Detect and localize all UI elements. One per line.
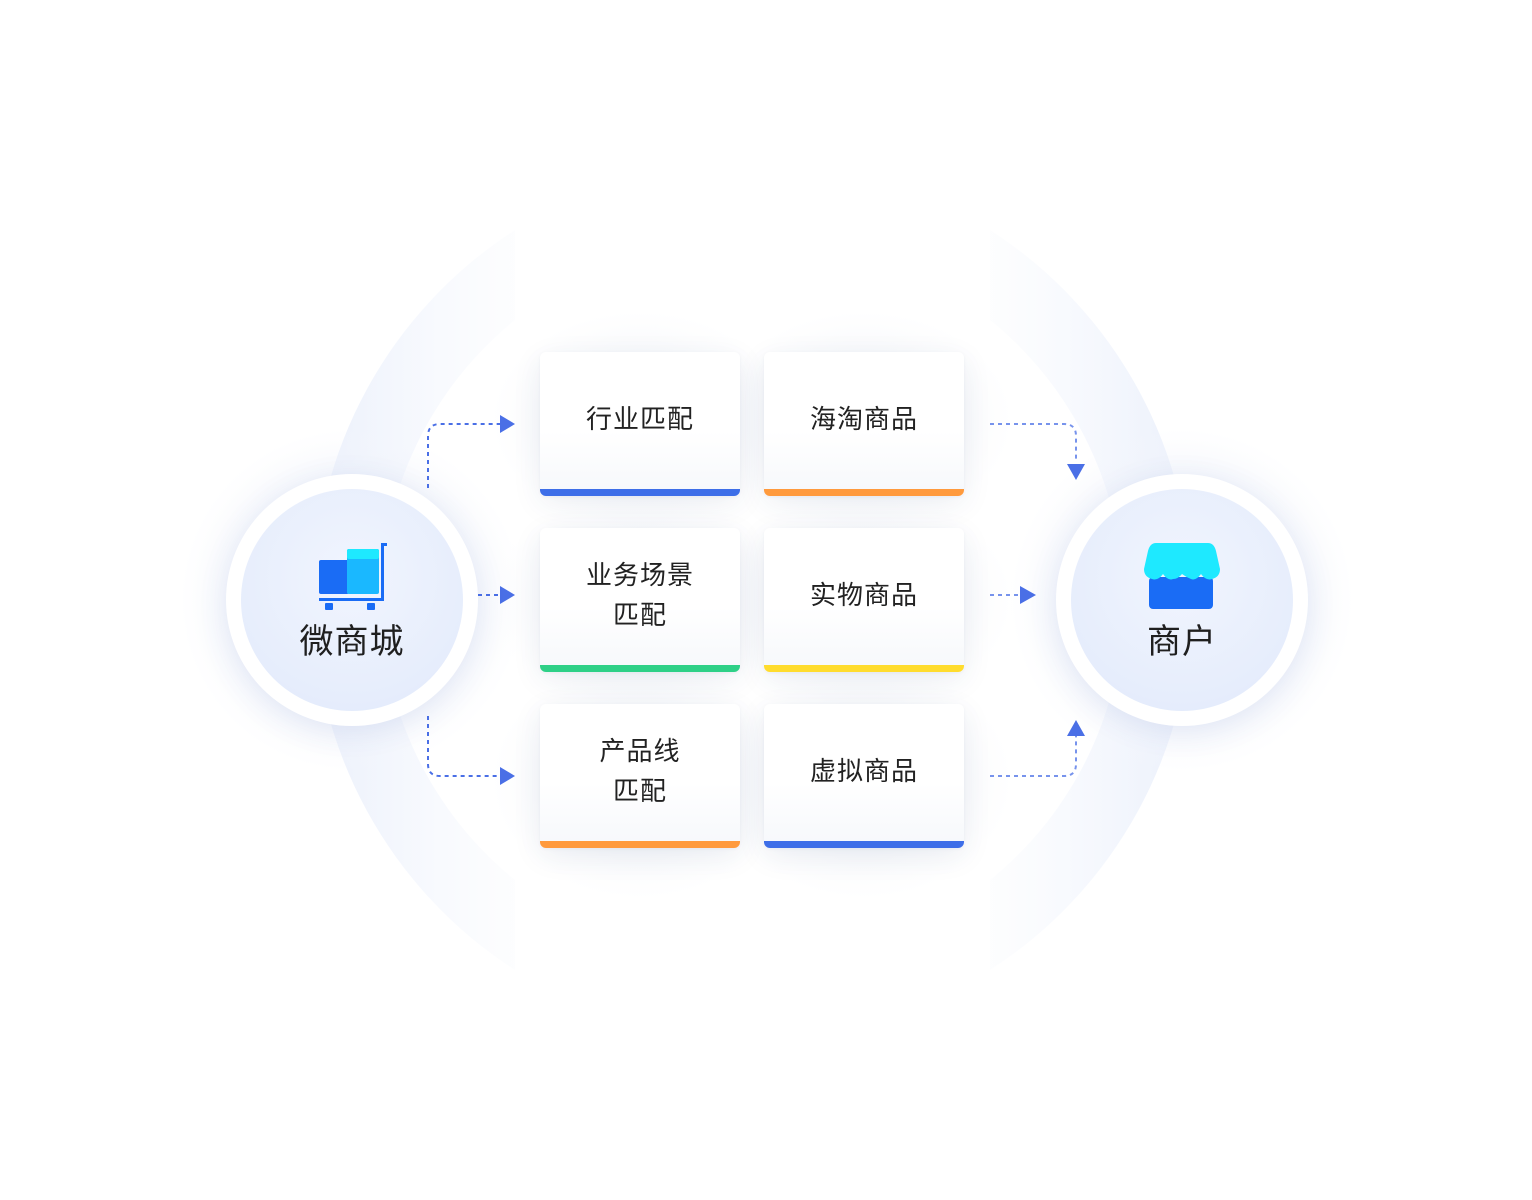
card-label: 产品线 匹配 — [599, 737, 681, 807]
source-hub-core: 微商城 — [241, 489, 463, 711]
card-virtual-goods: 虚拟商品 — [764, 704, 964, 848]
arrowhead-2 — [500, 586, 515, 604]
card-accent-bar — [764, 665, 964, 672]
card-label: 虚拟商品 — [809, 757, 918, 787]
card-scenario-match: 业务场景 匹配 — [540, 528, 740, 672]
arrowhead-6 — [1067, 720, 1085, 736]
card-product-line-match: 产品线 匹配 — [540, 704, 740, 848]
card-accent-bar — [764, 489, 964, 496]
card-industry-match: 行业匹配 — [540, 352, 740, 496]
card-label: 业务场景 匹配 — [585, 561, 694, 631]
card-label: 行业匹配 — [585, 405, 694, 435]
connector-source-bottom — [427, 716, 500, 777]
card-accent-bar — [540, 841, 740, 848]
card-label: 实物商品 — [809, 581, 918, 611]
card-accent-bar — [540, 665, 740, 672]
cart-icon — [319, 543, 387, 610]
left-arc — [313, 230, 515, 970]
connector-target-top — [990, 423, 1077, 462]
source-hub-label: 微商城 — [299, 622, 405, 662]
target-hub-core: 商户 — [1071, 489, 1293, 711]
right-arc — [990, 230, 1192, 970]
arrowhead-5 — [1020, 586, 1036, 604]
arrowhead-4 — [1067, 464, 1085, 480]
target-hub-label: 商户 — [1147, 622, 1217, 662]
source-hub: 微商城 — [226, 474, 478, 726]
connector-target-bottom — [990, 736, 1077, 777]
card-accent-bar — [764, 841, 964, 848]
arrowhead-3 — [500, 767, 515, 785]
target-hub: 商户 — [1056, 474, 1308, 726]
arrowhead-1 — [500, 415, 515, 433]
card-label: 海淘商品 — [809, 405, 918, 435]
store-icon — [1144, 543, 1220, 609]
card-physical-goods: 实物商品 — [764, 528, 964, 672]
card-overseas-goods: 海淘商品 — [764, 352, 964, 496]
card-accent-bar — [540, 489, 740, 496]
